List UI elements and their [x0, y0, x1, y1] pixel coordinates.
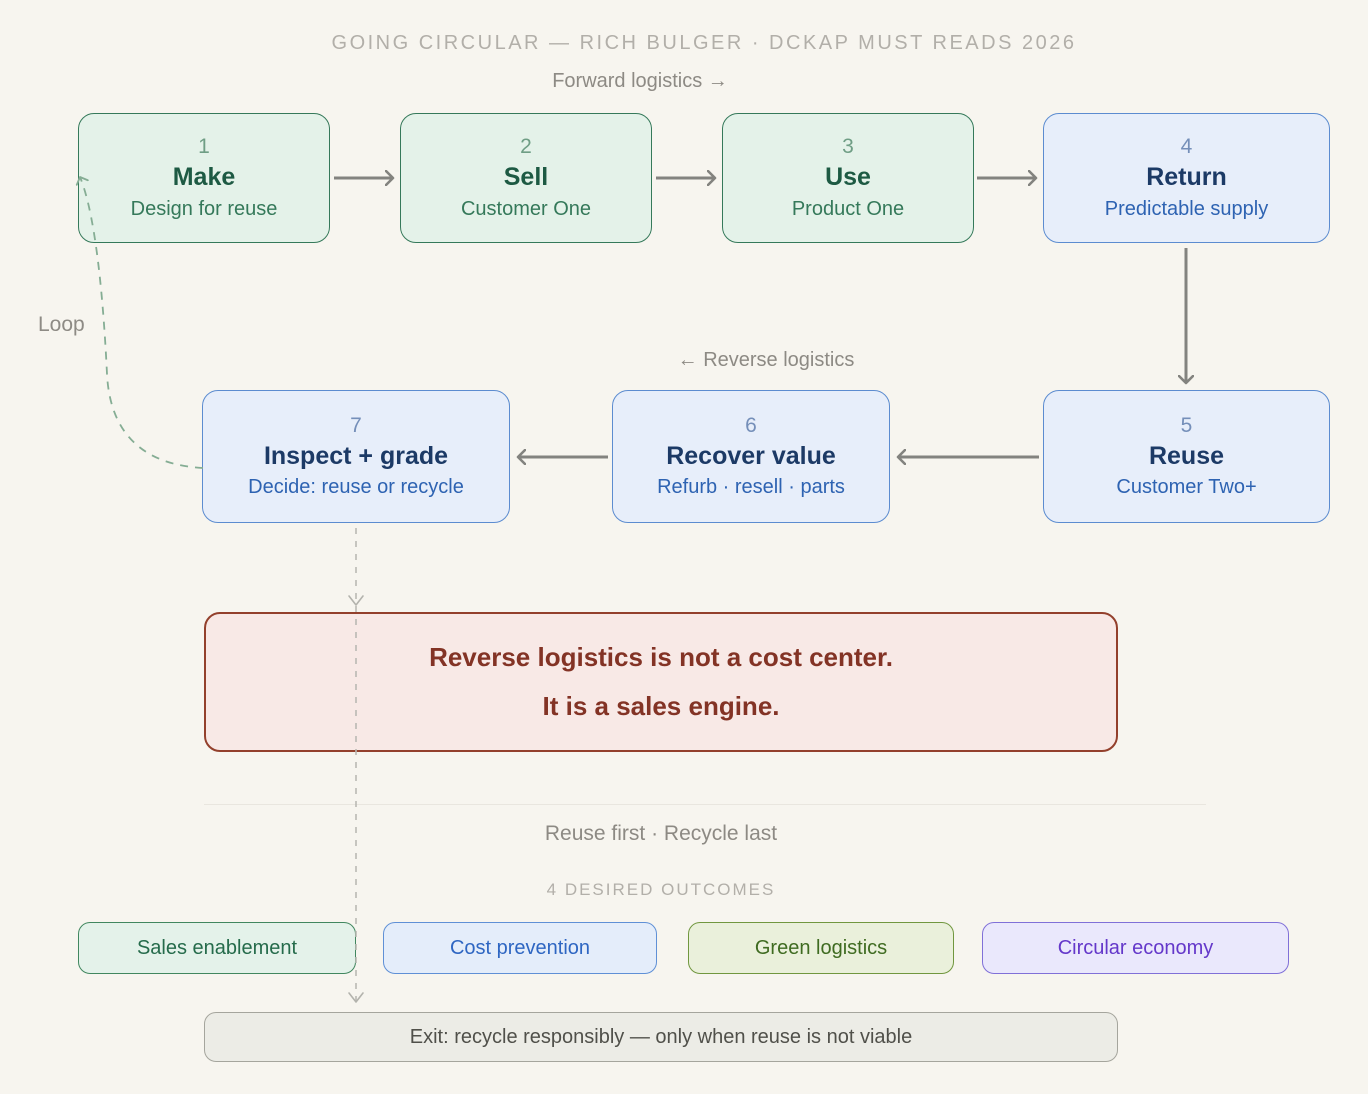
diagram-title: GOING CIRCULAR — RICH BULGER · DCKAP MUS… — [331, 32, 1077, 54]
stage-subtitle: Design for reuse — [130, 197, 278, 220]
stage-node-reuse: 5 Reuse Customer Two+ — [1043, 390, 1330, 523]
stage-title: Use — [825, 163, 871, 192]
stage-node-use: 3 Use Product One — [722, 113, 974, 243]
forward-logistics-label: Forward logistics → — [552, 70, 728, 92]
stage-title: Return — [1146, 163, 1227, 192]
chevron-down-icon — [348, 992, 364, 1003]
callout-line-2: It is a sales engine. — [542, 690, 780, 721]
stage-title: Recover value — [666, 441, 836, 470]
stage-node-sell: 2 Sell Customer One — [400, 113, 652, 243]
outcome-label: Circular economy — [1057, 936, 1214, 959]
outcome-label: Cost prevention — [449, 936, 591, 959]
exit-banner: Exit: recycle responsibly — only when re… — [204, 1012, 1118, 1062]
exit-label: Exit: recycle responsibly — only when re… — [409, 1025, 913, 1048]
outcome-label: Sales enablement — [136, 936, 298, 959]
outcome-pill-sales-enablement: Sales enablement — [78, 922, 356, 974]
outcome-pill-green-logistics: Green logistics — [688, 922, 954, 974]
stage-subtitle: Product One — [791, 197, 905, 220]
stage-number: 3 — [842, 135, 854, 159]
callout-line-1: Reverse logistics is not a cost center. — [429, 642, 893, 673]
principle-label: Reuse first · Recycle last — [544, 822, 778, 845]
stage-node-inspect-grade: 7 Inspect + grade Decide: reuse or recyc… — [202, 390, 510, 523]
stage-number: 4 — [1180, 135, 1193, 159]
outcome-pill-cost-prevention: Cost prevention — [383, 922, 657, 974]
stage-number: 5 — [1180, 413, 1193, 437]
loop-label: Loop — [38, 313, 85, 336]
stage-subtitle: Customer One — [460, 197, 592, 220]
stage-node-return: 4 Return Predictable supply — [1043, 113, 1330, 243]
stage-title: Sell — [503, 163, 549, 192]
callout-banner: Reverse logistics is not a cost center. … — [204, 612, 1118, 752]
stage-number: 6 — [745, 413, 757, 437]
stage-title: Reuse — [1148, 441, 1225, 470]
outcomes-heading: 4 DESIRED OUTCOMES — [546, 880, 776, 899]
chevron-down-icon — [348, 595, 364, 606]
stage-node-recover-value: 6 Recover value Refurb · resell · parts — [612, 390, 890, 523]
reverse-logistics-label: ← Reverse logistics — [677, 349, 855, 371]
stage-number: 2 — [520, 135, 532, 159]
stage-number: 7 — [350, 413, 362, 437]
stage-subtitle: Customer Two+ — [1116, 476, 1257, 499]
section-divider — [204, 804, 1206, 805]
stage-title: Make — [172, 163, 236, 192]
stage-title: Inspect + grade — [263, 441, 449, 470]
stage-subtitle: Predictable supply — [1104, 197, 1269, 220]
stage-subtitle: Refurb · resell · parts — [657, 476, 845, 499]
stage-number: 1 — [198, 135, 210, 159]
outcome-label: Green logistics — [754, 936, 888, 959]
stage-node-make: 1 Make Design for reuse — [78, 113, 330, 243]
outcome-pill-circular-economy: Circular economy — [982, 922, 1289, 974]
stage-subtitle: Decide: reuse or recycle — [248, 476, 464, 499]
